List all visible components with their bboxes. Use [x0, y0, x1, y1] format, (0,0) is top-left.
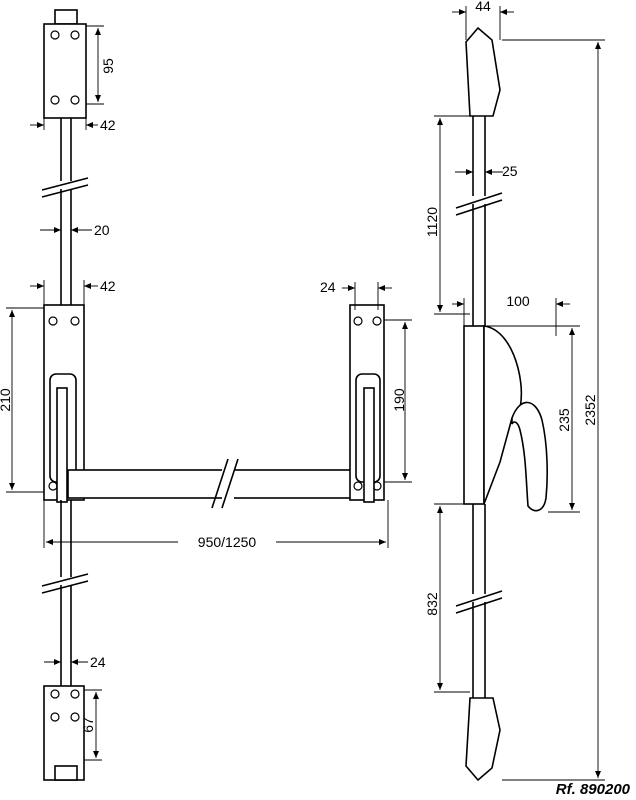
- bottom-bolt-end: [54, 765, 78, 781]
- side-view: 44 25 1120 100 235 2352 832: [424, 0, 605, 782]
- reference-number: Rf. 890200: [556, 781, 631, 798]
- dim-bar-length: 950/1250: [198, 534, 257, 550]
- dim-side-top-width: 44: [475, 0, 491, 14]
- dim-top-plate-height: 95: [100, 58, 116, 74]
- side-lower-rod: [455, 504, 503, 698]
- upper-vertical-rod: [41, 118, 89, 305]
- left-lever-arm: [56, 387, 68, 503]
- right-lever-arm: [363, 387, 375, 503]
- dim-right-bracket-width: 24: [320, 279, 336, 295]
- dim-side-handle-depth: 100: [506, 293, 530, 309]
- break-line: [41, 177, 89, 191]
- side-mount-plate: [463, 325, 485, 505]
- dim-side-lower-length: 832: [424, 592, 440, 616]
- dim-top-plate-width: 42: [100, 117, 116, 133]
- dim-left-bracket-width: 42: [100, 278, 116, 294]
- dim-bottom-plate-width: 24: [90, 654, 106, 670]
- side-upper-rod: [455, 116, 503, 326]
- bar-break-line: [211, 458, 229, 509]
- side-top-cap: [465, 26, 501, 117]
- dim-left-bracket-height: 210: [0, 388, 13, 412]
- dim-side-total-height: 2352: [582, 394, 598, 425]
- top-plate-screws: [50, 30, 80, 105]
- dim-rod-width: 20: [94, 222, 110, 238]
- side-handle-lever: [511, 401, 548, 512]
- horizontal-push-bar: [67, 458, 365, 509]
- top-mounting-plate: [43, 23, 87, 119]
- dim-side-handle-height: 235: [556, 408, 572, 432]
- front-dimensions: [6, 25, 412, 761]
- top-bolt-end: [54, 9, 78, 25]
- dim-side-rod-width: 25: [502, 163, 518, 179]
- front-view: 95 42 20 42 24 210 190 950/1250 24 67: [0, 9, 412, 781]
- dim-right-bracket-height: 190: [391, 388, 407, 412]
- bottom-mounting-plate: [43, 685, 85, 781]
- lower-vertical-rod: [41, 500, 89, 686]
- side-bottom-cap: [465, 697, 501, 782]
- bottom-plate-screws: [50, 689, 80, 722]
- side-dimensions: [434, 6, 605, 781]
- right-bracket-screws: [353, 316, 382, 491]
- dim-side-upper-length: 1120: [424, 207, 440, 237]
- dim-bottom-plate-height: 67: [80, 717, 96, 733]
